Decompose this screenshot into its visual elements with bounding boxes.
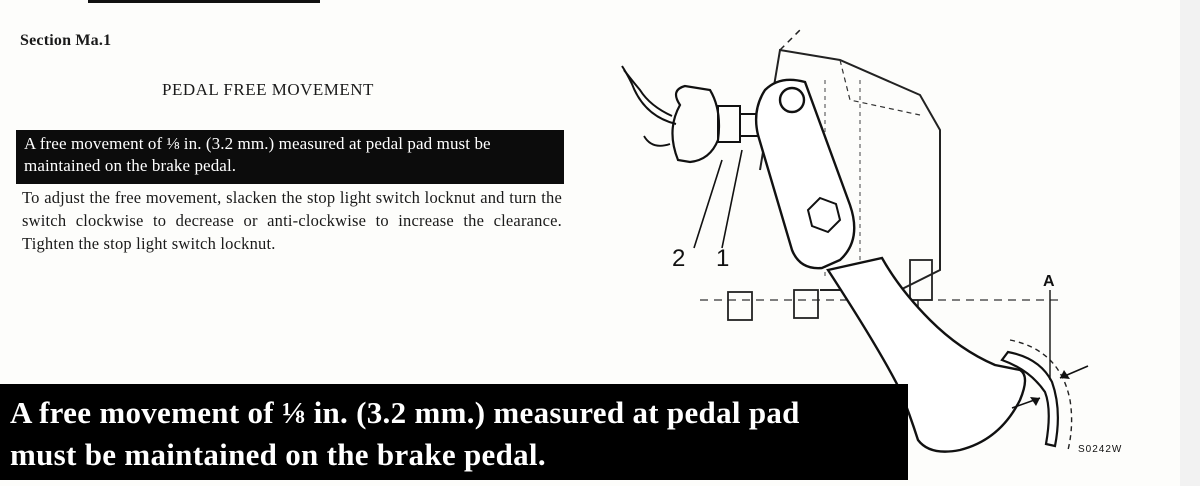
callout-1: 1 (716, 245, 729, 272)
stop-light-switch (621, 65, 761, 164)
caption-line-1: A free movement of ⅛ in. (3.2 mm.) measu… (10, 395, 800, 430)
section-label: Section Ma.1 (20, 32, 112, 49)
top-rule (88, 0, 320, 3)
highlighted-paragraph: A free movement of ⅛ in. (3.2 mm.) measu… (16, 130, 564, 184)
section-heading: PEDAL FREE MOVEMENT (162, 80, 374, 99)
enlarged-caption: A free movement of ⅛ in. (3.2 mm.) measu… (0, 384, 908, 480)
caption-line-2: must be maintained on the brake pedal. (10, 437, 546, 472)
adjustment-instructions: To adjust the free movement, slacken the… (22, 188, 562, 253)
figure-code: S0242W (1078, 444, 1122, 455)
callout-a: A (1043, 273, 1055, 290)
pedal-arm (754, 78, 1073, 453)
brake-pedal-diagram: 2 1 A S0242W (621, 29, 1122, 455)
callout-2: 2 (672, 245, 685, 272)
page-edge (1180, 0, 1200, 486)
